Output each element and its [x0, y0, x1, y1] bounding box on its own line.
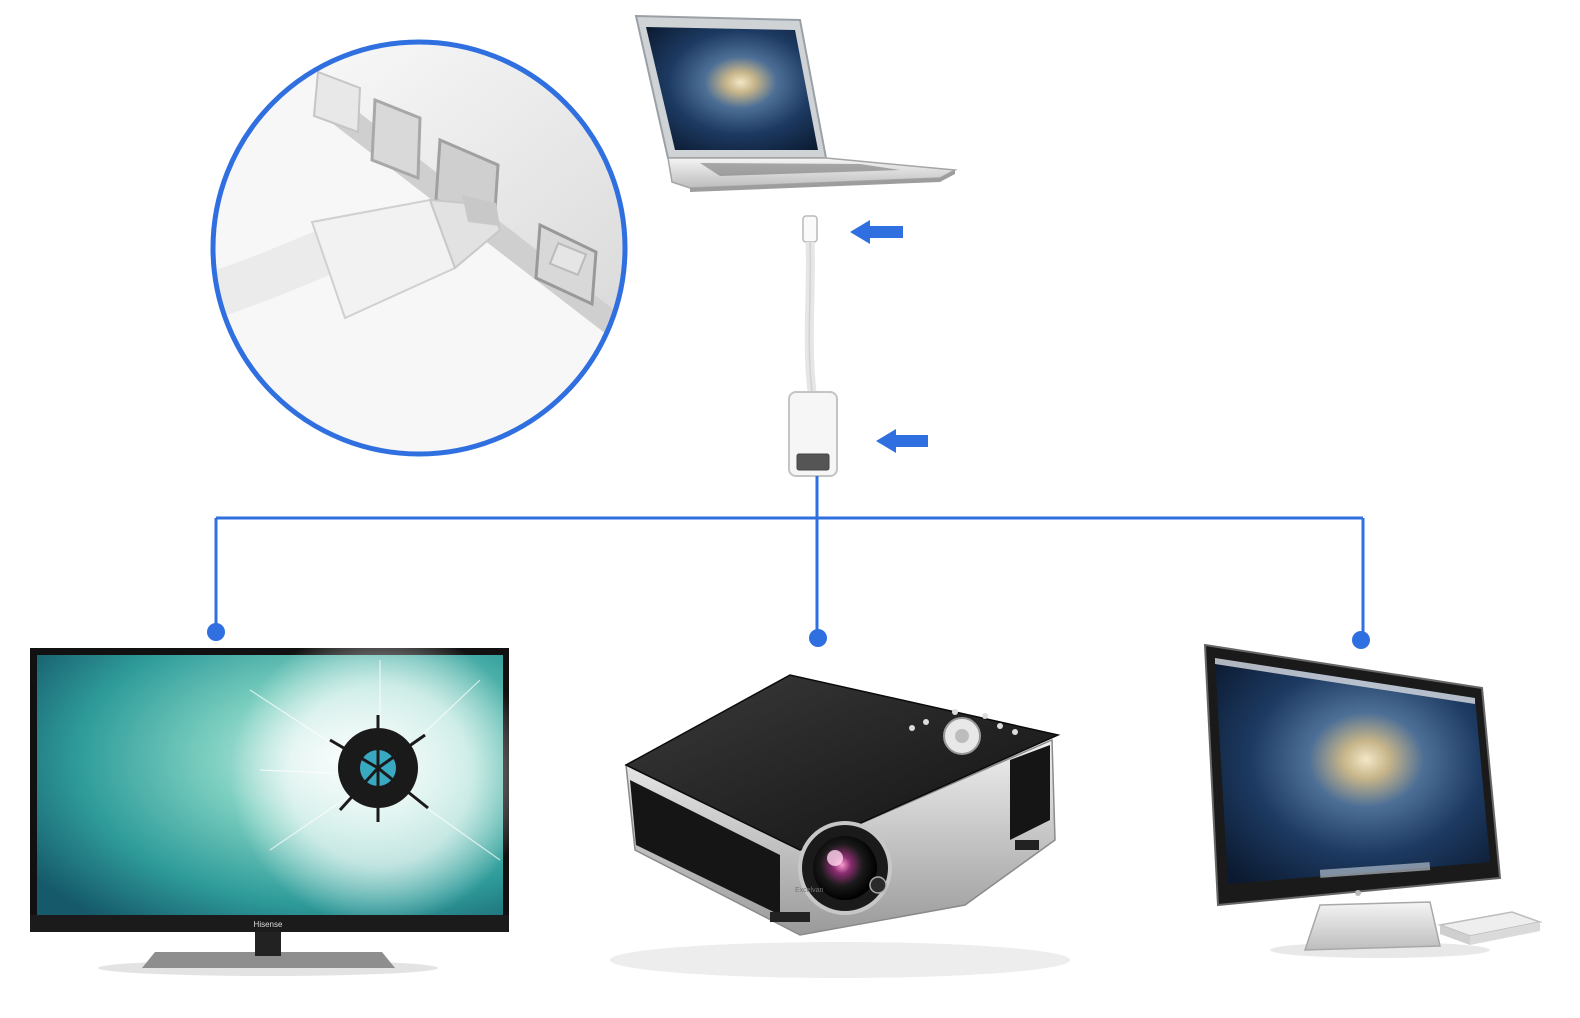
connection-dot — [1352, 631, 1370, 649]
desktop-monitor-icon — [1203, 643, 1543, 958]
port-closeup — [210, 39, 628, 457]
mini-displayport-to-hdmi-adapter-icon — [788, 215, 838, 477]
laptop-icon — [634, 14, 958, 192]
projector-brand-label: Excelvan — [795, 887, 824, 894]
tv-brand-label: Hisense — [254, 920, 283, 929]
connection-dot — [207, 623, 225, 641]
connection-dot — [809, 629, 827, 647]
arrow-left-icon — [876, 429, 928, 453]
connector-lines — [214, 476, 1365, 640]
tv-icon: Hisense — [30, 625, 530, 976]
mac-mini-icon — [1437, 911, 1543, 945]
arrow-left-icon — [850, 220, 903, 244]
projector-icon: Excelvan — [610, 674, 1070, 978]
zoom-circle-outline — [210, 39, 628, 457]
